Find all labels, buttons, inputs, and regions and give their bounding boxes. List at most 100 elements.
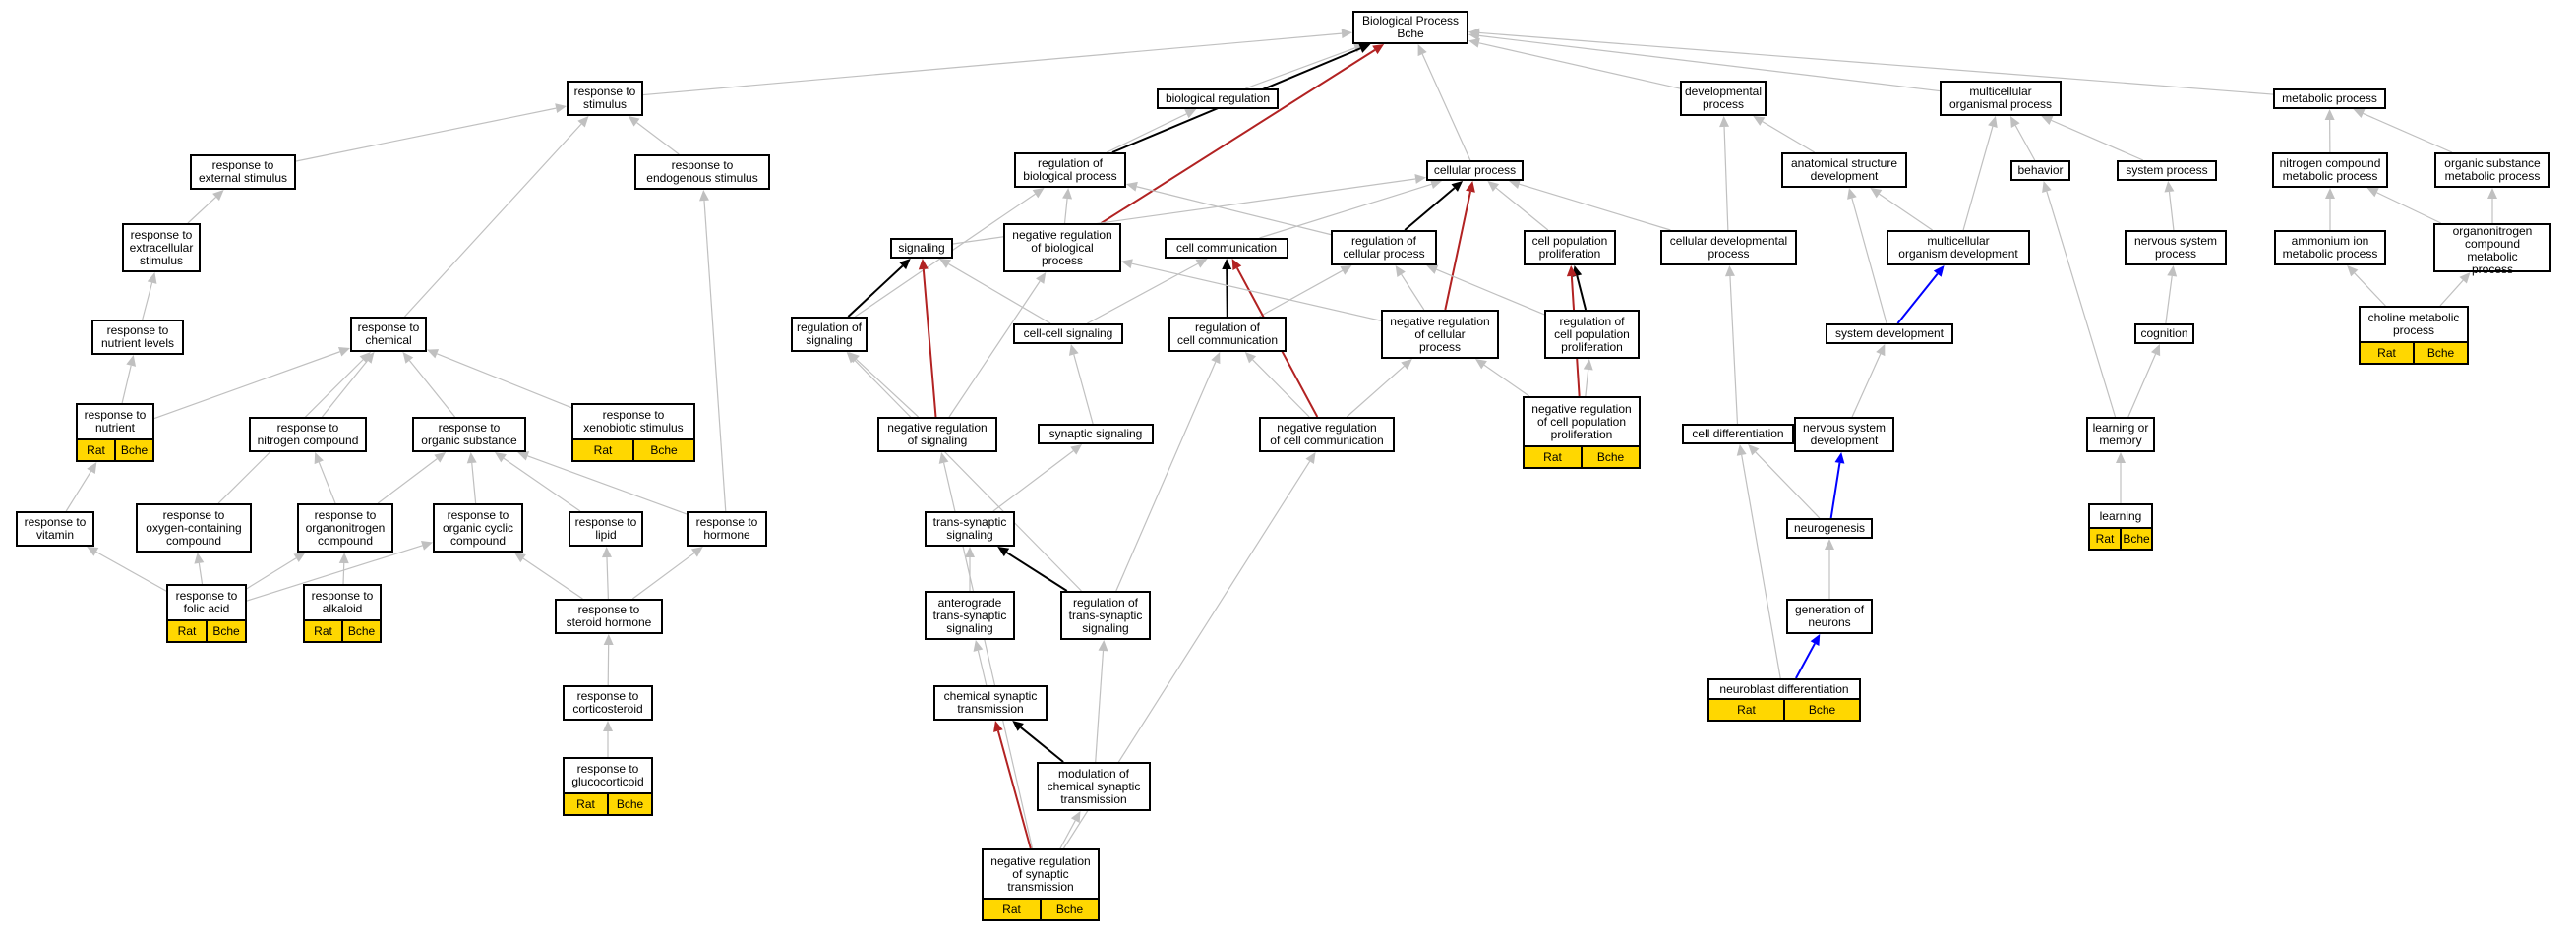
go-term-node-metab[interactable]: metabolic process [2273, 88, 2386, 109]
arrowhead [603, 634, 614, 646]
go-term-node-ammonium[interactable]: ammonium ion metabolic process [2274, 230, 2386, 265]
go-term-node-neg-reg-bio[interactable]: negative regulation of biological proces… [1003, 223, 1121, 272]
edge-is-a [1870, 188, 1933, 231]
go-term-node-cognition[interactable]: cognition [2134, 323, 2194, 344]
go-term-node-reg-cell-proc[interactable]: regulation of cellular process [1331, 230, 1437, 265]
edge-is-a [246, 541, 433, 602]
go-term-node-learn-mem[interactable]: learning or memory [2086, 417, 2155, 452]
edge-line [1576, 275, 1588, 311]
edge-is-a [2164, 181, 2175, 231]
arrowhead [363, 352, 375, 364]
edge-is-a [2127, 344, 2161, 418]
go-term-node-resp-stim[interactable]: response to stimulus [567, 81, 643, 116]
go-term-node-organonitrogen-met[interactable]: organonitrogen compound metabolic proces… [2433, 223, 2551, 276]
arrowhead [601, 547, 612, 558]
go-term-node-neurogenesis[interactable]: neurogenesis [1786, 518, 1873, 539]
go-term-node-resp-lipid[interactable]: response to lipid [569, 511, 643, 547]
go-term-node-cc-sig[interactable]: cell-cell signaling [1013, 323, 1123, 344]
annotation-badge-rat: Rat [1543, 449, 1562, 464]
go-term-node-n-comp-met[interactable]: nitrogen compound metabolic process [2272, 152, 2388, 188]
go-term-node-resp-ext[interactable]: response to external stimulus [190, 154, 296, 190]
edge-is-a [1748, 444, 1821, 519]
go-term-node-antero[interactable]: anterograde trans-synaptic signaling [925, 591, 1015, 640]
go-term-node-resp-orgn[interactable]: response to organonitrogen compound [297, 503, 393, 553]
go-term-node-resp-ster[interactable]: response to steroid hormone [555, 599, 663, 634]
edge-line [2127, 353, 2157, 418]
edge-is-a [314, 452, 336, 504]
go-term-node-neg-reg-syn[interactable]: negative regulation of synaptic transmis… [982, 848, 1100, 921]
go-term-node-mod-chem-syn[interactable]: modulation of chemical synaptic transmis… [1037, 762, 1151, 811]
go-term-node-resp-n-comp[interactable]: response to nitrogen compound [249, 417, 367, 452]
go-term-node-gen-neurons[interactable]: generation of neurons [1786, 599, 1873, 634]
go-term-label: cell population proliferation [1531, 234, 1608, 261]
edge-line [1115, 361, 1217, 592]
go-term-node-behavior[interactable]: behavior [2010, 160, 2070, 181]
go-term-node-bp[interactable]: Biological Process Bche [1352, 11, 1468, 44]
edge-is-a [628, 116, 680, 155]
go-term-node-reg-sig[interactable]: regulation of signaling [791, 317, 868, 352]
go-term-node-multi-org[interactable]: multicellular organismal process [1940, 81, 2062, 116]
edge-line [847, 264, 904, 318]
go-term-node-nerv-sys-dev[interactable]: nervous system development [1794, 417, 1894, 452]
edge-line [503, 457, 581, 512]
go-term-node-neg-reg-cell-proc[interactable]: negative regulation of cellular process [1381, 310, 1499, 359]
go-term-node-neg-reg-cell-comm[interactable]: negative regulation of cell communicatio… [1259, 417, 1395, 452]
go-term-node-resp-org-sub[interactable]: response to organic substance [412, 417, 526, 452]
annotation-badge-rat: Rat [1002, 902, 1021, 916]
go-term-label: system development [1834, 326, 1945, 340]
go-term-node-org-sub-met[interactable]: organic substance metabolic process [2434, 152, 2550, 188]
go-term-node-reg-bio[interactable]: regulation of biological process [1014, 152, 1126, 188]
go-term-node-multi-org-dev[interactable]: multicellular organism development [1887, 230, 2030, 265]
edge-part-of [1795, 634, 1821, 679]
go-term-node-syn-sig[interactable]: synaptic signaling [1038, 424, 1154, 444]
go-term-node-trans-syn[interactable]: trans-synaptic signaling [925, 511, 1015, 547]
arrowhead [212, 190, 224, 202]
go-term-node-resp-cort[interactable]: response to corticosteroid [563, 685, 653, 721]
edge-regulates [847, 259, 911, 318]
go-term-node-dev-proc[interactable]: developmental process [1680, 81, 1767, 116]
go-term-node-bio-reg[interactable]: biological regulation [1157, 88, 1279, 109]
edge-is-a [1259, 179, 1442, 239]
go-term-node-cell-dev-proc[interactable]: cellular developmental process [1660, 230, 1797, 265]
go-term-node-signaling[interactable]: signaling [890, 238, 953, 259]
go-term-node-cell-comm[interactable]: cell communication [1165, 238, 1288, 259]
go-term-label: modulation of chemical synaptic transmis… [1047, 766, 1141, 806]
go-term-node-resp-org-cyc[interactable]: response to organic cyclic compound [433, 503, 523, 553]
go-term-node-anat[interactable]: anatomical structure development [1781, 152, 1907, 188]
edge-line [322, 360, 369, 418]
go-term-node-sys-proc[interactable]: system process [2117, 160, 2217, 181]
go-term-node-resp-horm[interactable]: response to hormone [687, 511, 767, 547]
go-term-node-cell-pop-prolif[interactable]: cell population proliferation [1524, 230, 1616, 265]
go-term-node-neg-reg-sig[interactable]: negative regulation of signaling [877, 417, 997, 452]
edge-is-a [1509, 179, 1671, 231]
go-term-node-cell-diff[interactable]: cell differentiation [1682, 424, 1794, 444]
go-term-node-resp-extra[interactable]: response to extracellular stimulus [122, 223, 201, 272]
go-term-label: response to nutrient [84, 408, 147, 435]
go-term-node-reg-cpp[interactable]: regulation of cell population proliferat… [1544, 310, 1640, 359]
go-term-node-resp-chem[interactable]: response to chemical [350, 317, 427, 352]
go-term-node-nerv-sys-proc[interactable]: nervous system process [2125, 230, 2227, 265]
go-term-node-resp-vit[interactable]: response to vitamin [16, 511, 94, 547]
go-term-label: response to nitrogen compound [257, 421, 359, 447]
go-term-label: cell communication [1175, 241, 1278, 255]
edge-is-a [631, 547, 703, 600]
go-term-node-reg-cell-comm[interactable]: regulation of cell communication [1168, 317, 1287, 352]
go-term-node-neg-reg-cpp[interactable]: negative regulation of cell population p… [1523, 396, 1641, 469]
edge-is-a [973, 640, 988, 686]
go-term-node-sys-dev[interactable]: system development [1826, 323, 1953, 344]
go-term-node-cell-proc[interactable]: cellular process [1426, 160, 1524, 181]
go-term-node-resp-endo[interactable]: response to endogenous stimulus [634, 154, 770, 190]
go-term-node-reg-trans-syn[interactable]: regulation of trans-synaptic signaling [1060, 591, 1151, 640]
go-term-node-resp-nutr-lev[interactable]: response to nutrient levels [91, 320, 184, 355]
arrowhead [1429, 179, 1442, 190]
go-term-node-resp-oxy[interactable]: response to oxygen-containing compound [136, 503, 252, 553]
go-term-node-chem-syn[interactable]: chemical synaptic transmission [933, 685, 1048, 721]
